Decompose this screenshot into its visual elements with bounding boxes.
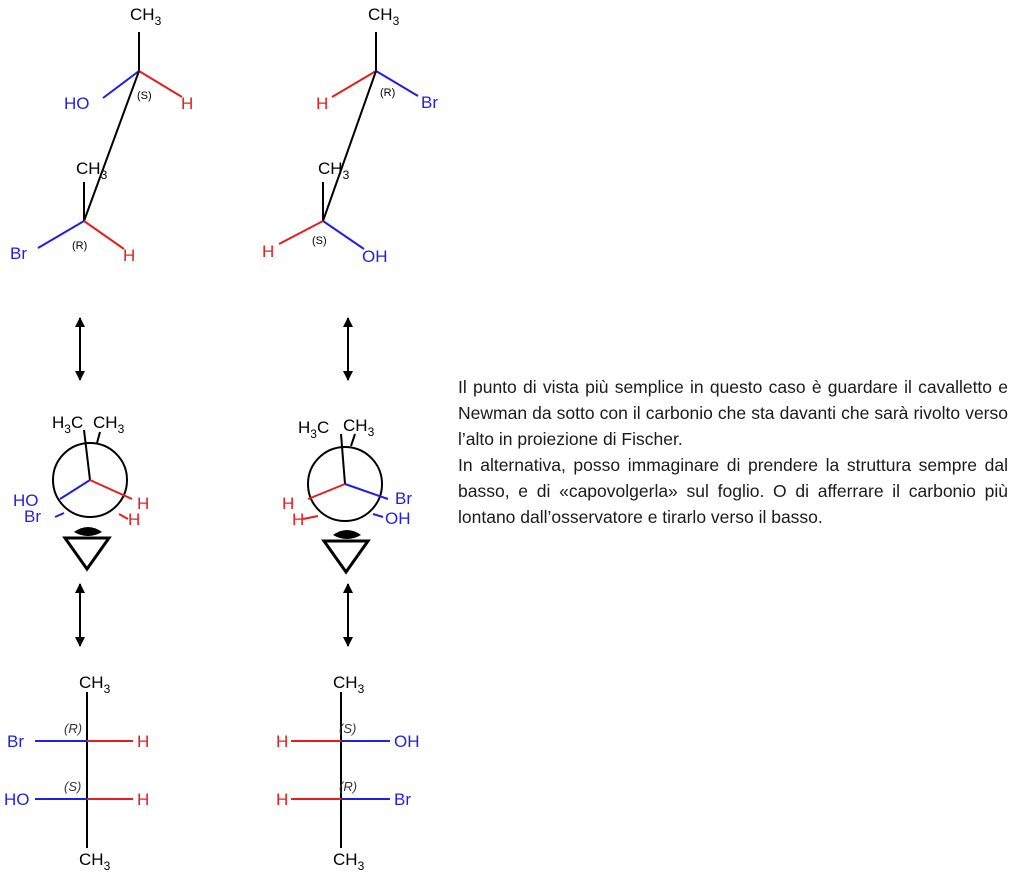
- explanation-text: Il punto di vista più semplice in questo…: [458, 374, 1008, 530]
- config-s-label: (S): [64, 779, 81, 794]
- explanation-paragraph: In alternativa, posso immaginare di pren…: [458, 455, 1008, 527]
- right-fischer-projection: CH3 CH3 H OH H Br (S) (R): [276, 673, 420, 873]
- h-label: H: [137, 732, 149, 751]
- h-label: H: [276, 790, 288, 809]
- config-r-label: (R): [64, 721, 82, 736]
- h-label: H: [128, 510, 140, 529]
- oh-label: OH: [394, 732, 420, 751]
- ch3-label: CH3: [79, 673, 111, 696]
- ch3-label: CH3: [343, 416, 375, 439]
- config-s-label: (S): [312, 235, 327, 247]
- h-label: H: [181, 94, 193, 113]
- ch3-label: CH3: [333, 673, 365, 696]
- ch3-label: CH3: [333, 850, 365, 873]
- h-label: H: [137, 494, 149, 513]
- h-label: H: [276, 732, 288, 751]
- ch3-label: CH3: [76, 159, 108, 182]
- config-r-label: (R): [339, 779, 357, 794]
- right-newman-projection: H3C CH3 H H Br OH: [282, 416, 412, 529]
- br-label: Br: [7, 732, 24, 751]
- h3c-label: H3C: [52, 413, 83, 436]
- ch3-label: CH3: [93, 413, 125, 436]
- oh-label: OH: [385, 509, 411, 528]
- ho-label: HO: [4, 790, 30, 809]
- ch3-label: CH3: [130, 5, 162, 28]
- h-label: H: [137, 790, 149, 809]
- config-r-label: (R): [72, 240, 87, 252]
- left-sawhorse: CH3 HO H (S) CH3 Br H (R): [10, 5, 193, 265]
- ho-label: HO: [64, 94, 90, 113]
- config-s-label: (S): [137, 90, 152, 102]
- explanation-paragraph: Il punto di vista più semplice in questo…: [458, 377, 1008, 449]
- config-r-label: (R): [380, 87, 395, 99]
- left-fischer-projection: CH3 CH3 Br H HO H (R) (S): [4, 673, 149, 873]
- ch3-label: CH3: [368, 5, 400, 28]
- br-label: Br: [10, 244, 27, 263]
- ch3-label: CH3: [318, 159, 350, 182]
- h-label: H: [262, 242, 274, 261]
- h-label: H: [123, 246, 135, 265]
- oh-label: OH: [362, 247, 388, 266]
- config-s-label: (S): [339, 721, 356, 736]
- h-label: H: [316, 94, 328, 113]
- ch3-label: CH3: [79, 850, 111, 873]
- eye-observer-icon: [62, 527, 112, 572]
- ho-label: HO: [13, 491, 39, 510]
- br-label: Br: [421, 93, 438, 112]
- right-sawhorse: CH3 H Br (R) CH3 H OH (S): [262, 5, 438, 266]
- eye-observer-icon: [321, 530, 371, 575]
- br-label: Br: [24, 507, 41, 526]
- br-label: Br: [395, 489, 412, 508]
- h3c-label: H3C: [298, 418, 329, 441]
- left-newman-projection: H3C CH3 HO Br H H: [13, 413, 149, 529]
- h-label: H: [292, 510, 304, 529]
- br-label: Br: [394, 790, 411, 809]
- h-label: H: [282, 494, 294, 513]
